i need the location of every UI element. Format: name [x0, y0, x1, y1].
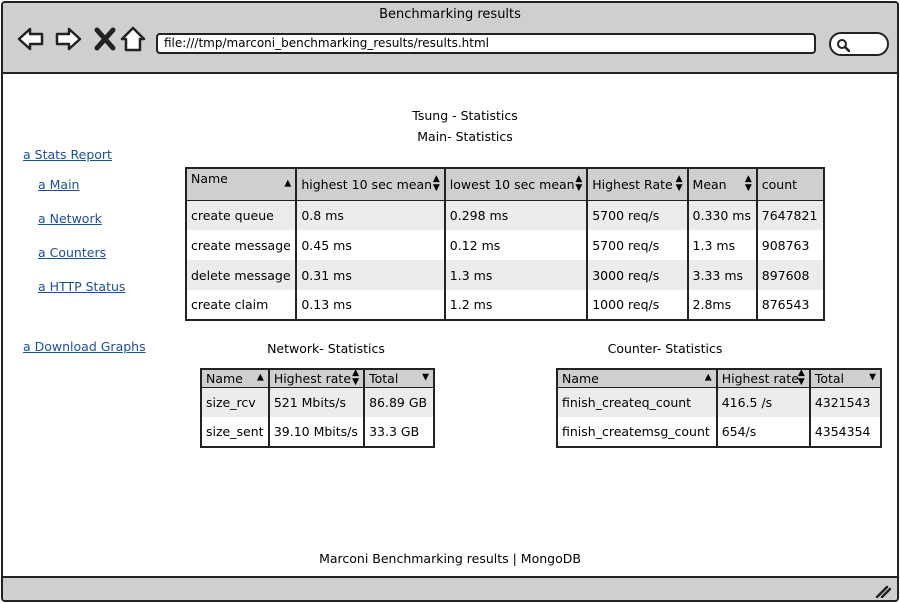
table-cell: 1.3 ms — [444, 260, 589, 290]
search-box[interactable] — [829, 32, 889, 56]
table-row: create claim 0.13 ms 1.2 ms 1000 req/s 2… — [186, 290, 824, 320]
sort-up-icon: ▲ — [284, 178, 292, 189]
table-cell: 876543 — [761, 297, 810, 312]
table-row: size_sent 39.10 Mbits/s 33.3 GB — [201, 417, 434, 447]
table-cell: 0.12 ms — [444, 230, 589, 260]
table-cell: 0.13 ms — [296, 290, 446, 320]
table-cell: 4321543 — [809, 387, 881, 417]
column-header-highest-rate[interactable]: Highest Rate▲▼ — [587, 168, 689, 201]
table-cell: 3.33 ms — [687, 260, 758, 290]
column-header-name[interactable]: Name▲ — [557, 369, 718, 388]
column-header-lowest-10-sec-mean[interactable]: lowest 10 sec mean▲▼ — [444, 168, 589, 201]
main-statistics-table: Name▲ highest 10 sec mean▲▼ lowest 10 se… — [185, 167, 825, 321]
status-bar — [3, 576, 897, 600]
table-row: create queue 0.8 ms 0.298 ms 5700 req/s … — [186, 200, 824, 230]
column-header-total[interactable]: Total▼ — [364, 369, 434, 388]
table-row: finish_createmsg_count 654/s 4354354 — [557, 417, 881, 447]
table-cell: 2.8ms — [687, 290, 758, 320]
table-cell: 0.8 ms — [296, 200, 446, 230]
sort-down-icon: ▼ — [869, 372, 876, 383]
network-statistics-table: Name▲ Highest rate▲▼ Total▼ size_rcv 521… — [200, 368, 435, 448]
sort-up-icon: ▲ — [704, 372, 712, 383]
column-header-total[interactable]: Total▼ — [809, 369, 881, 388]
column-header-mean[interactable]: Mean▲▼ — [687, 168, 758, 201]
table-cell: finish_createmsg_count — [557, 417, 718, 447]
footer-text: Marconi Benchmarking results | MongoDB — [319, 551, 581, 566]
table-header-row: Name▲ Highest rate▲▼ Total▼ — [557, 368, 881, 388]
table-cell: 654/s — [716, 417, 811, 447]
table-cell: delete message — [186, 260, 298, 290]
column-header-name[interactable]: Name▲ — [201, 369, 270, 388]
table-cell: 0.45 ms — [296, 230, 446, 260]
network-statistics-title: Network- Statistics — [267, 341, 385, 356]
sort-both-icon: ▲▼ — [744, 174, 752, 194]
table-cell: 521 Mbits/s — [268, 387, 366, 417]
table-cell: 3000 req/s — [587, 260, 689, 290]
main-statistics-title: Main- Statistics — [417, 129, 513, 144]
table-cell: size_rcv — [201, 387, 270, 417]
close-icon[interactable] — [91, 25, 119, 53]
forward-arrow-icon[interactable] — [54, 25, 82, 53]
table-cell: 908763 — [761, 237, 810, 253]
url-bar[interactable]: file:///tmp/marconi_benchmarking_results… — [156, 33, 816, 54]
table-cell: 0.31 ms — [296, 260, 446, 290]
column-header-count[interactable]: count — [756, 168, 824, 201]
table-cell: create message — [186, 230, 298, 260]
sidebar-link-http-status[interactable]: a HTTP Status — [38, 279, 126, 294]
search-icon — [837, 39, 850, 52]
page-title: Tsung - Statistics — [412, 108, 518, 123]
sort-both-icon: ▲▼ — [432, 174, 440, 194]
table-cell: 0.298 ms — [444, 200, 589, 230]
table-row: finish_createq_count 416.5 /s 4321543 — [557, 387, 881, 417]
table-cell: 7647821 — [756, 200, 824, 230]
sort-both-icon: ▲▼ — [352, 368, 360, 388]
counter-statistics-title: Counter- Statistics — [607, 341, 723, 356]
table-cell: create queue — [186, 200, 298, 230]
table-cell: 33.3 GB — [369, 424, 420, 439]
table-header-row: Name▲ Highest rate▲▼ Total▼ — [201, 368, 434, 388]
resize-grip-icon[interactable] — [875, 584, 891, 598]
table-cell: finish_createq_count — [557, 387, 718, 417]
sort-both-icon: ▲▼ — [797, 368, 805, 388]
sidebar-link-download-graphs[interactable]: a Download Graphs — [23, 339, 146, 354]
sort-both-icon: ▲▼ — [575, 174, 583, 194]
sidebar-link-counters[interactable]: a Counters — [38, 245, 107, 260]
back-arrow-icon[interactable] — [17, 25, 45, 53]
column-header-highest-10-sec-mean[interactable]: highest 10 sec mean▲▼ — [296, 168, 446, 201]
column-header-name[interactable]: Name▲ — [186, 168, 298, 201]
table-cell: 0.330 ms — [687, 200, 758, 230]
title-bar: Benchmarking results file:///tmp/marconi… — [3, 3, 897, 74]
sidebar-link-stats-report[interactable]: a Stats Report — [23, 147, 112, 162]
sort-both-icon: ▲▼ — [675, 174, 683, 194]
table-cell: 86.89 GB — [364, 387, 434, 417]
table-cell: 897608 — [756, 260, 824, 290]
table-cell: create claim — [186, 290, 298, 320]
home-icon[interactable] — [119, 25, 147, 53]
table-cell: size_sent — [201, 417, 270, 447]
table-cell: 416.5 /s — [716, 387, 811, 417]
table-cell: 5700 req/s — [587, 230, 689, 260]
window-title: Benchmarking results — [379, 7, 521, 22]
counter-statistics-table: Name▲ Highest rate▲▼ Total▼ finish_creat… — [556, 368, 882, 448]
table-cell: 1.2 ms — [444, 290, 589, 320]
sidebar-link-main[interactable]: a Main — [38, 177, 80, 192]
sidebar-link-network[interactable]: a Network — [38, 211, 102, 226]
column-header-highest-rate[interactable]: Highest rate▲▼ — [716, 368, 811, 388]
table-row: delete message 0.31 ms 1.3 ms 3000 req/s… — [186, 260, 824, 290]
table-cell: 4354354 — [814, 424, 871, 439]
sort-down-icon: ▼ — [422, 372, 429, 383]
table-row: create message 0.45 ms 0.12 ms 5700 req/… — [186, 230, 824, 260]
table-cell: 5700 req/s — [587, 200, 689, 230]
column-header-highest-rate[interactable]: Highest rate▲▼ — [268, 368, 366, 388]
table-cell: 1000 req/s — [587, 290, 689, 320]
table-header-row: Name▲ highest 10 sec mean▲▼ lowest 10 se… — [186, 168, 824, 201]
sort-up-icon: ▲ — [256, 372, 264, 383]
table-cell: 39.10 Mbits/s — [268, 417, 366, 447]
page-content: Tsung - Statistics Main- Statistics a St… — [3, 75, 897, 577]
table-row: size_rcv 521 Mbits/s 86.89 GB — [201, 387, 434, 417]
table-cell: 1.3 ms — [687, 230, 758, 260]
